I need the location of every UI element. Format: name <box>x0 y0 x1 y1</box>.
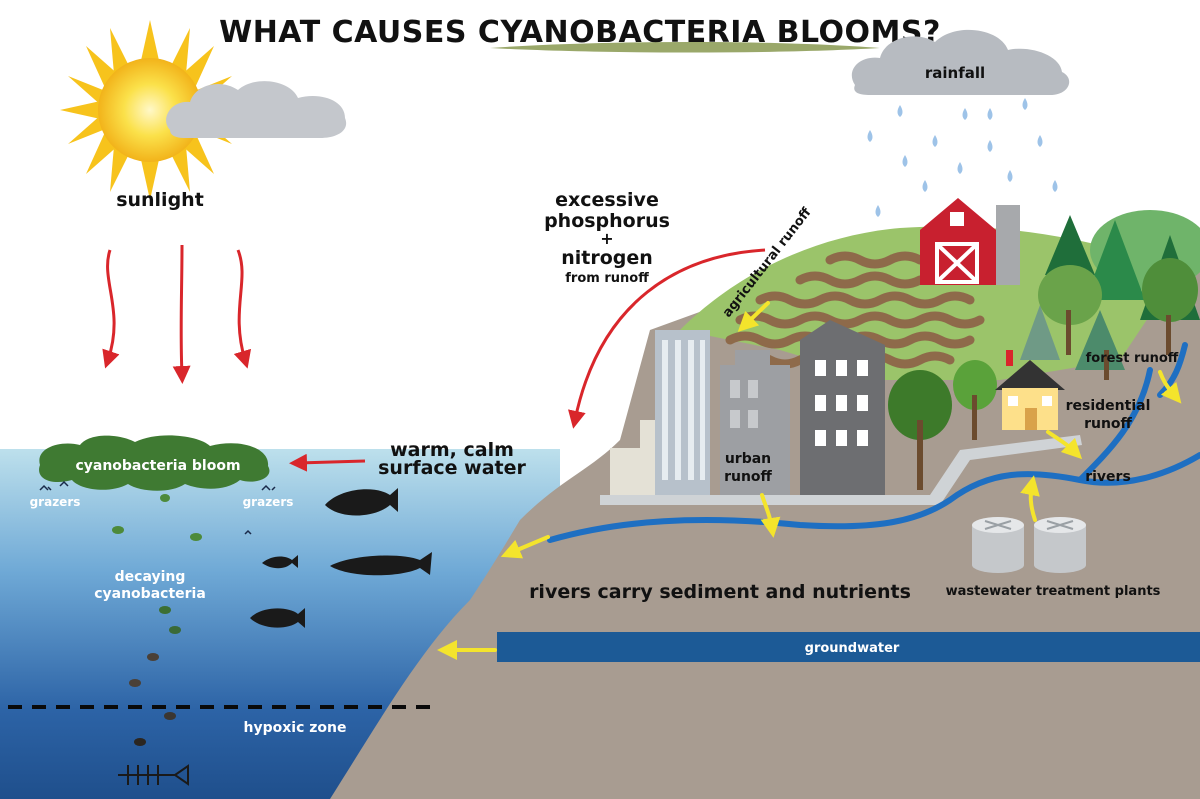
fish-perch <box>250 608 305 628</box>
house <box>995 350 1065 430</box>
cyanobacteria-label: cyanobacteria <box>94 586 206 602</box>
urban-label: urban <box>725 451 771 467</box>
grazers-right-label: grazers <box>243 495 294 509</box>
fish-carp <box>325 488 398 516</box>
phosphorus-label: phosphorus <box>544 210 670 232</box>
groundwater-band <box>497 632 1200 662</box>
sun-cloud <box>166 81 347 138</box>
decaying-label: decaying <box>115 569 186 585</box>
residential-label: residential <box>1066 398 1151 414</box>
warm-water-arrow <box>289 453 366 472</box>
city-buildings <box>610 320 885 495</box>
rain-cloud <box>851 29 1070 95</box>
fish-pike <box>330 552 432 576</box>
rainfall-label: rainfall <box>925 64 985 82</box>
groundwater-label: groundwater <box>805 641 900 656</box>
nutrient-arrow <box>568 248 766 429</box>
from-runoff-label: from runoff <box>565 271 649 286</box>
title-underline <box>490 42 880 53</box>
yellow-arrows <box>437 301 1182 660</box>
barn <box>920 198 1020 285</box>
forest-runoff-label: forest runoff <box>1086 351 1179 366</box>
sunlight-label: sunlight <box>116 189 204 211</box>
decaying-particles <box>112 494 202 746</box>
fish-skeleton <box>118 764 189 786</box>
crop-rows <box>725 251 985 369</box>
grazers-marks <box>39 480 276 535</box>
residential-runoff-label: runoff <box>1084 416 1132 432</box>
deciduous-trees <box>888 360 997 490</box>
road <box>600 435 1082 505</box>
hypoxic-zone-label: hypoxic zone <box>244 720 347 736</box>
urban-runoff-label: runoff <box>724 469 772 485</box>
cyanobacteria-bloom-label: cyanobacteria bloom <box>75 458 240 474</box>
fish-group <box>118 488 432 786</box>
forest <box>1020 210 1200 380</box>
wastewater-label: wastewater treatment plants <box>946 584 1161 599</box>
rivers-label: rivers <box>1085 469 1131 485</box>
excessive-label: excessive <box>555 189 659 211</box>
sunlight-arrows <box>102 244 252 384</box>
nitrogen-label: nitrogen <box>561 247 653 269</box>
cyanobacteria-bloom-blob <box>39 435 270 491</box>
wastewater-tanks <box>972 517 1086 573</box>
grazers-left-label: grazers <box>30 495 81 509</box>
plus-label: + <box>600 229 613 248</box>
raindrops <box>867 98 1058 217</box>
rivers-carry-label: rivers carry sediment and nutrients <box>529 581 911 603</box>
fish-small-1 <box>262 555 298 569</box>
warm-calm-label: warm, calm <box>390 439 514 461</box>
surface-water-label: surface water <box>378 457 526 479</box>
